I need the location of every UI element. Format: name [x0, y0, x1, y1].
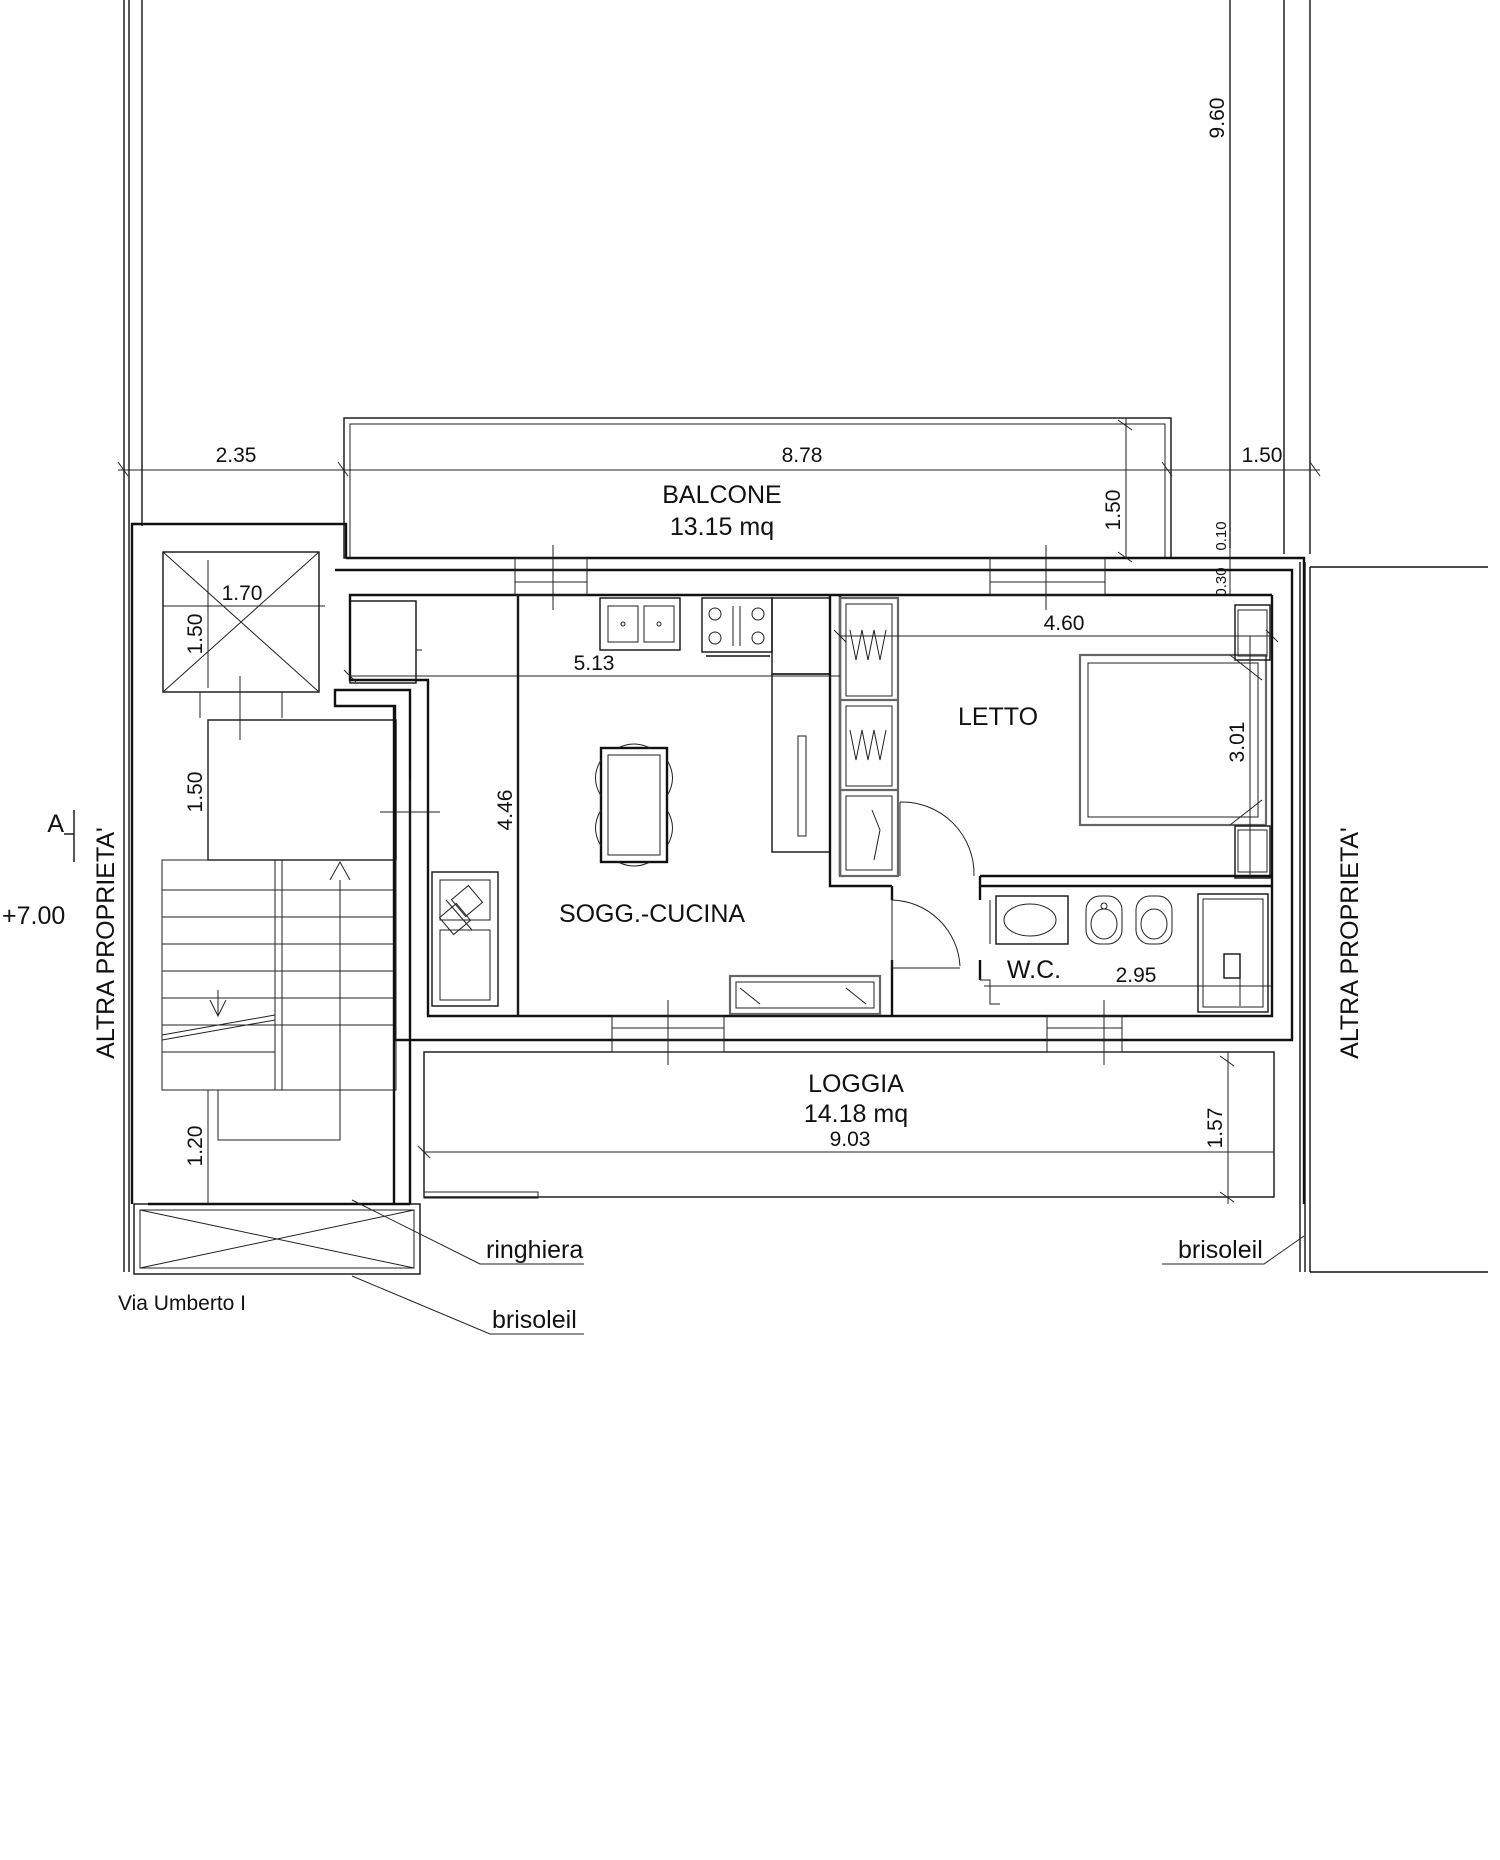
annotation-labels: ALTRA PROPRIETA' ALTRA PROPRIETA' A +7.0… [2, 810, 1364, 1334]
dim-9-03: 9.03 [830, 1128, 871, 1151]
windows [380, 545, 1123, 1065]
dim-0-30: 0.30 [1213, 567, 1230, 596]
room-label-letto: LETTO [958, 703, 1038, 731]
section-mark-a [64, 810, 75, 862]
dim-1-70: 1.70 [222, 582, 263, 605]
apartment-walls [130, 522, 1306, 1204]
room-label-loggia: LOGGIA [808, 1070, 904, 1098]
bathroom-fixtures [980, 893, 1269, 1013]
wardrobe [838, 596, 900, 878]
label-altra-proprieta-right: ALTRA PROPRIETA' [1336, 827, 1364, 1059]
section-mark-label: A [47, 810, 64, 838]
stair-steps [161, 859, 397, 1204]
dim-1-50-stair-top: 1.50 [184, 614, 207, 655]
label-altra-proprieta-left: ALTRA PROPRIETA' [92, 827, 120, 1059]
ringhiera-box [133, 1203, 421, 1275]
dim-1-50-right: 1.50 [1242, 444, 1283, 467]
dim-1-20: 1.20 [184, 1126, 207, 1167]
dim-4-60: 4.60 [1044, 612, 1085, 635]
dim-1-57: 1.57 [1204, 1108, 1227, 1149]
room-label-wc: W.C. [1007, 956, 1061, 984]
dim-3-01: 3.01 [1226, 722, 1249, 763]
dimension-labels: 9.60 2.35 8.78 1.50 1.50 0.10 0.30 1.70 … [184, 98, 1282, 1167]
room-label-balcone: BALCONE [662, 481, 781, 509]
leader-lines [351, 1199, 1305, 1335]
room-labels: BALCONE 13.15 mq LETTO SOGG.-CUCINA W.C.… [559, 481, 1061, 1128]
dim-1-50-balcone: 1.50 [1102, 490, 1125, 531]
room-area-loggia: 14.18 mq [804, 1100, 908, 1128]
dim-0-10: 0.10 [1213, 521, 1230, 550]
brisoleil-bottom-label: brisoleil [492, 1306, 577, 1334]
room-label-soggiorno: SOGG.-CUCINA [559, 900, 745, 928]
low-cabinet [728, 974, 882, 1016]
dining-table [595, 743, 673, 867]
dim-2-95: 2.95 [1116, 964, 1157, 987]
kitchen-fixtures [349, 597, 831, 853]
property-boundary-lines [123, 0, 1488, 1273]
dimension-lines [117, 0, 1321, 1204]
dim-5-13: 5.13 [574, 652, 615, 675]
room-area-balcone: 13.15 mq [670, 513, 774, 541]
dim-4-46: 4.46 [494, 790, 517, 831]
street-label: Via Umberto I [118, 1292, 246, 1315]
doors [891, 801, 975, 969]
brisoleil-right-label: brisoleil [1178, 1236, 1263, 1264]
dim-8-78: 8.78 [782, 444, 823, 467]
double-bed [1078, 604, 1271, 879]
sofa [431, 871, 499, 1007]
ringhiera-label: ringhiera [486, 1236, 583, 1264]
elevation-label: +7.00 [2, 902, 65, 930]
dim-1-50-stair-mid: 1.50 [184, 772, 207, 813]
dim-2-35: 2.35 [216, 444, 257, 467]
dim-9-60: 9.60 [1206, 98, 1229, 139]
